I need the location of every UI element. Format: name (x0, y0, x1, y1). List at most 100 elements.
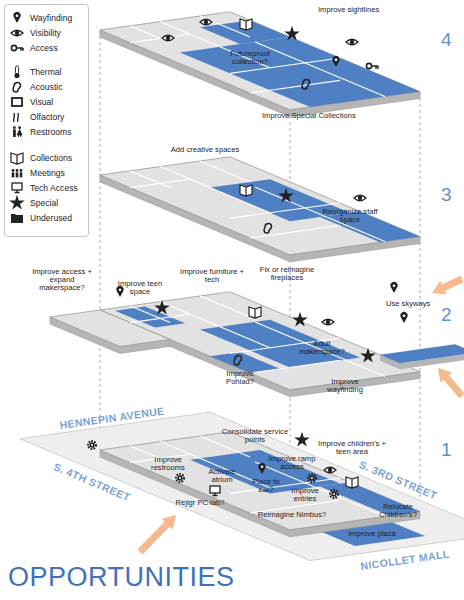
person-body (17, 130, 22, 138)
star-shape (154, 300, 170, 315)
book-shape (240, 185, 252, 196)
star-icon (154, 300, 170, 315)
visual-icon (12, 98, 22, 106)
plan-icons (88, 19, 407, 498)
opportunity-note: Improve access + expand makerspace? (27, 268, 97, 293)
ear-icon (264, 223, 271, 233)
gear-icon (330, 490, 338, 498)
ear-shape (264, 223, 271, 233)
eye-pupil (358, 196, 362, 200)
opportunity-area (115, 307, 185, 328)
eye-icon (346, 39, 358, 45)
room-wall (255, 187, 385, 242)
opportunity-note: Adult makerspace? (295, 340, 350, 356)
pin-shape (390, 282, 397, 293)
pin-icon (13, 12, 20, 23)
legend-text: Wayfinding (30, 14, 72, 23)
legend-text: Visual (30, 98, 53, 107)
gear-icon (88, 441, 96, 449)
eye-pupil (166, 36, 170, 40)
thermo-icon (14, 66, 19, 78)
floor-number: 1 (441, 440, 452, 459)
legend-text: Visibility (30, 29, 61, 38)
opportunity-note: Rejigr PC lab? (165, 499, 235, 507)
pin-shape (332, 56, 339, 67)
room-wall (130, 171, 170, 188)
pin-shape (258, 463, 265, 474)
floor-2 (50, 292, 464, 397)
eye-icon (11, 30, 23, 36)
person-head (20, 169, 23, 172)
person-body (13, 130, 16, 138)
pin-icon (332, 56, 339, 67)
legend-text: Thermal (30, 68, 62, 77)
room-wall (250, 225, 340, 238)
pin-hole (119, 288, 122, 291)
opportunity-area (320, 211, 420, 242)
opportunity-note: Improve sightlines (318, 6, 408, 14)
legend-box (5, 5, 89, 237)
gear-hole (311, 477, 313, 479)
eye-outline (324, 467, 336, 473)
opportunity-area (180, 37, 420, 107)
floor-plate (100, 12, 420, 110)
entry-arrow (438, 368, 464, 398)
legend-text: Access (30, 44, 58, 53)
key-bow (366, 63, 371, 68)
smell-waves (13, 113, 18, 122)
ear-icon (302, 79, 309, 89)
legend-text: Special (30, 199, 58, 208)
opportunity-note: Futureproof collection? (219, 50, 281, 66)
skyway (380, 344, 464, 363)
thermo-tube (15, 66, 18, 74)
monitor-stand (213, 493, 218, 496)
legend-text: Meetings (30, 169, 65, 178)
floor-number: 4 (441, 30, 452, 49)
gear-hub (310, 476, 315, 481)
gear-hub (178, 476, 183, 481)
gear-hole (91, 444, 93, 446)
opportunity-note: Use skyways (386, 300, 446, 308)
pin-hole (16, 14, 19, 17)
meeting-icon (12, 169, 23, 177)
book-shape (346, 477, 358, 488)
room-wall (200, 161, 250, 182)
opportunity-note: Improve restrooms (143, 456, 193, 472)
key-icon (11, 45, 23, 50)
person-body (16, 172, 19, 177)
legend-text: Restrooms (30, 128, 72, 137)
gear-teeth (330, 490, 338, 498)
eye-pupil (350, 40, 354, 44)
gear-hole (333, 493, 335, 495)
monitor-stand (15, 190, 20, 193)
pin-icon (390, 282, 397, 293)
key-blade (372, 66, 379, 69)
legend-text: Acoustic (30, 83, 62, 92)
pin-icon (400, 312, 407, 323)
opportunity-note: Improve children's + teen area (317, 440, 387, 456)
folder-shape (11, 214, 23, 223)
key-icon (366, 63, 378, 68)
floor-plate (100, 157, 420, 255)
opportunity-note: Reimagine Nimbus? (255, 511, 330, 519)
opportunity-note: Consolidate service points (220, 428, 290, 444)
tech-icon (210, 486, 220, 496)
smell-icon (13, 113, 18, 122)
gear-hub (332, 492, 337, 497)
eye-icon (354, 195, 366, 201)
ear-shape (13, 82, 20, 92)
star-icon (284, 26, 300, 41)
entry-arrow (432, 276, 464, 295)
eye-pupil (326, 320, 330, 324)
opportunity-note: Add creative spaces (170, 146, 240, 154)
pin-hole (393, 284, 396, 287)
pin-hole (261, 465, 264, 468)
tech-icon (12, 183, 22, 193)
visual-frame (12, 98, 22, 106)
person-body (12, 172, 15, 177)
gear-icon (308, 474, 316, 482)
floor-number: 2 (441, 305, 452, 324)
opportunity-note: Place to eat? (246, 478, 286, 494)
eye-icon (200, 19, 212, 25)
